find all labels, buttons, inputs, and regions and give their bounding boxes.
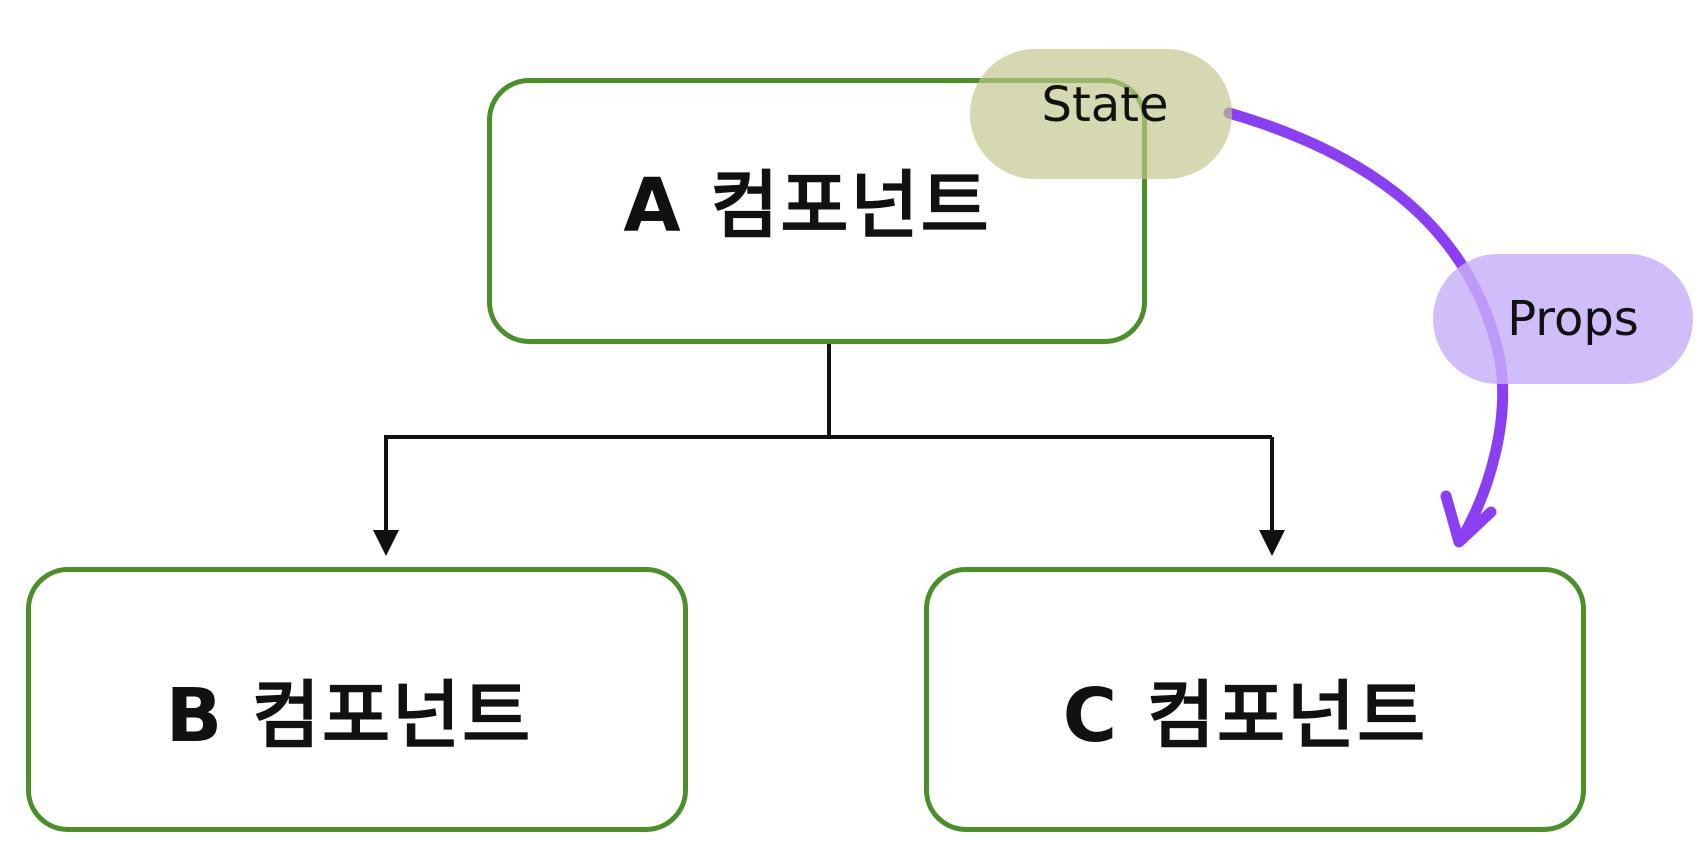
state-label: State [1041,77,1169,133]
state-badge: State [970,49,1232,179]
component-c-label: C 컴포넌트 [1062,673,1428,759]
props-badge: Props [1433,254,1693,384]
props-label: Props [1507,291,1639,347]
arrowhead-to-b [373,530,399,556]
component-b-label: B 컴포넌트 [165,673,533,759]
arrowhead-to-c [1259,530,1285,556]
component-a-label: A 컴포넌트 [623,162,991,249]
component-b-box: B 컴포넌트 [26,567,688,832]
props-arrowhead [1440,490,1497,548]
component-c-box: C 컴포넌트 [924,567,1586,832]
